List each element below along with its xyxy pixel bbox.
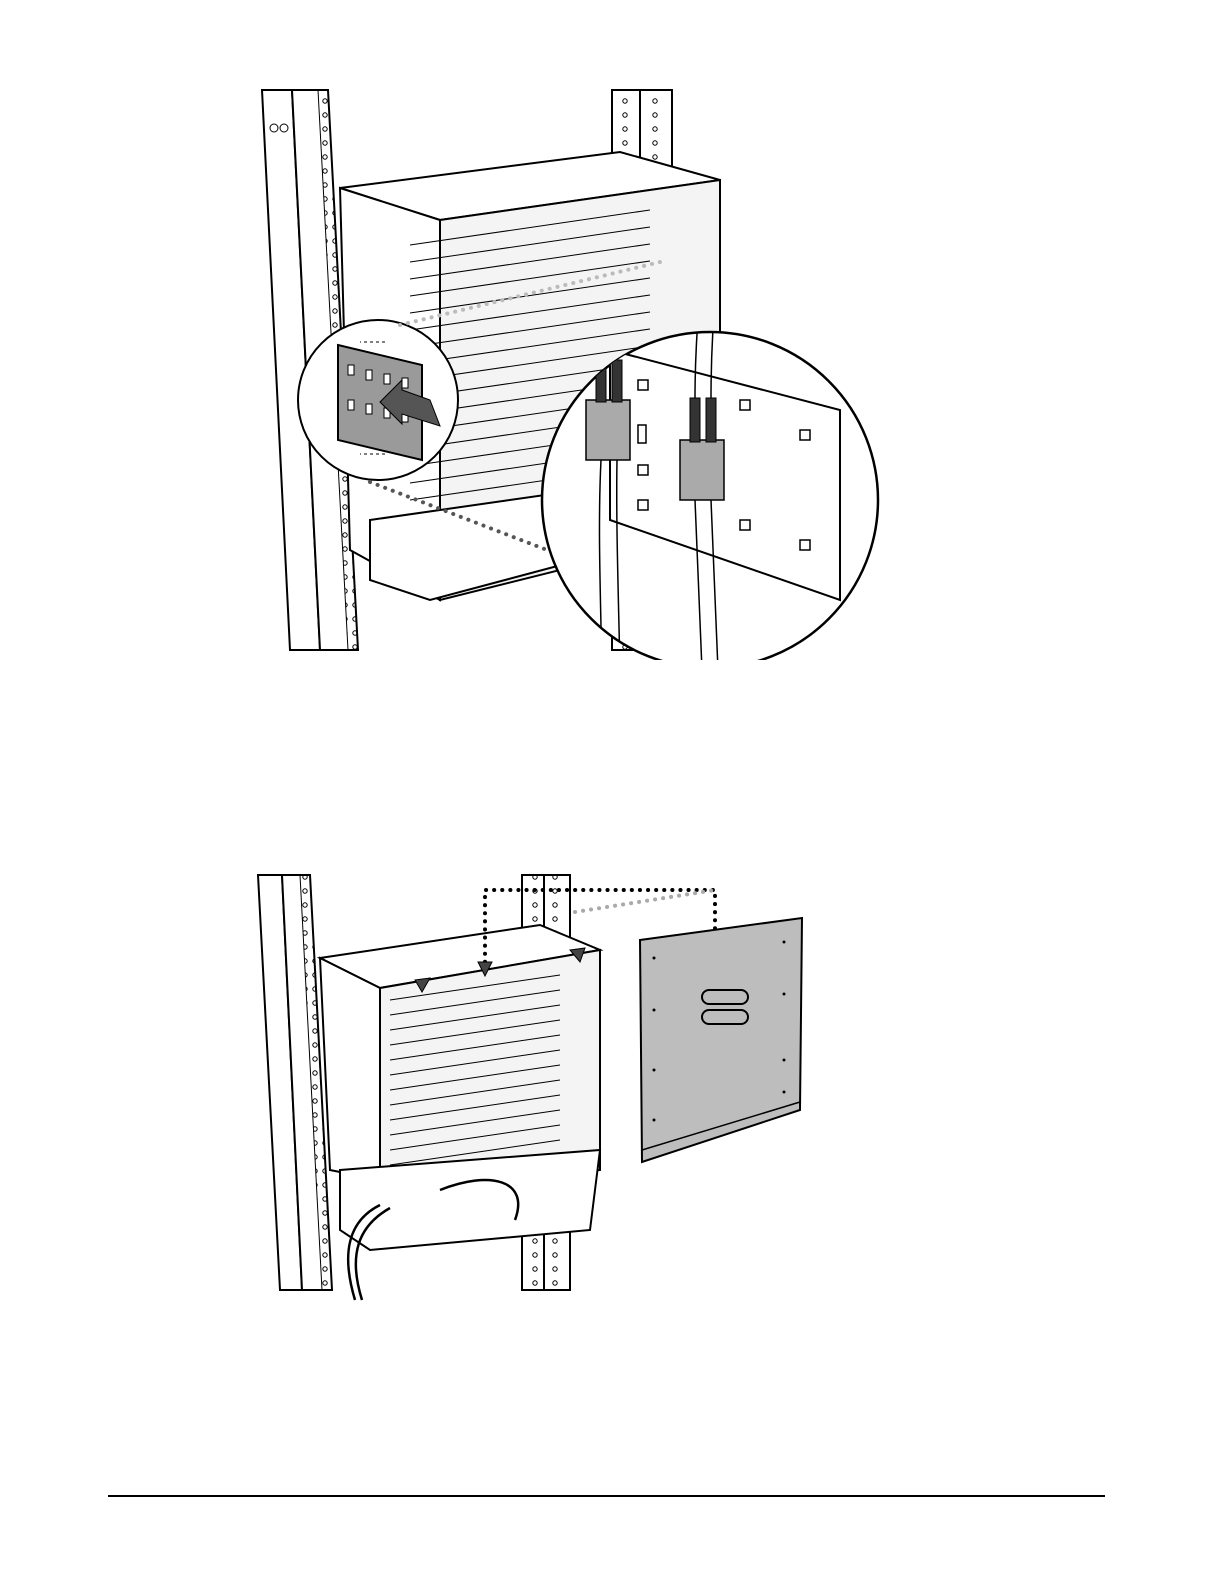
figure-cover-panel-installation — [240, 870, 830, 1310]
cover-install-illustration — [240, 870, 830, 1310]
left-rack-rail — [258, 875, 332, 1290]
chassis — [320, 925, 600, 1250]
footer-rule — [108, 1495, 1105, 1497]
small-callout — [298, 320, 458, 480]
bracket-install-illustration — [240, 80, 900, 660]
figure-fiber-bracket-installation — [240, 80, 900, 660]
cover-panel — [640, 918, 802, 1162]
